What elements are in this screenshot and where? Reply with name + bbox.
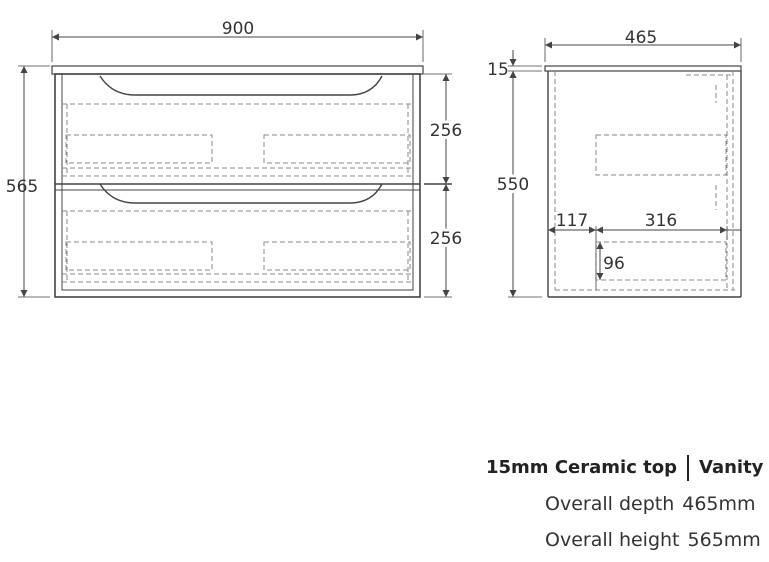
cabinet-outline bbox=[54, 73, 421, 298]
offset-label: 117 bbox=[556, 211, 588, 231]
upper-drawer-label: 256 bbox=[430, 121, 462, 141]
overall-depth-row: Overall depth 465mm bbox=[545, 493, 756, 515]
product-label: Vanity bbox=[699, 457, 764, 478]
spec-title: 15mm Ceramic top Vanity bbox=[486, 455, 763, 481]
overall-height-row: Overall height 565mm bbox=[545, 529, 761, 551]
overall-depth-label: Overall depth bbox=[545, 493, 675, 515]
overall-height-label: 565 bbox=[6, 177, 38, 197]
front-view bbox=[18, 30, 452, 298]
overall-depth-value: 465mm bbox=[682, 493, 756, 515]
lower-drawer-label: 256 bbox=[430, 229, 462, 249]
overall-height-label: Overall height bbox=[545, 529, 680, 551]
lower-handle-cutout bbox=[99, 183, 383, 204]
body-height-label: 550 bbox=[497, 175, 529, 195]
title-separator bbox=[687, 455, 689, 481]
width-label: 900 bbox=[222, 19, 254, 39]
top-material-label: 15mm Ceramic top bbox=[486, 457, 677, 478]
depth-label: 465 bbox=[625, 28, 657, 48]
top-thickness-label: 15 bbox=[487, 60, 509, 80]
ceramic-top bbox=[51, 65, 424, 75]
upper-handle-cutout bbox=[99, 75, 383, 96]
overall-height-value: 565mm bbox=[687, 529, 761, 551]
inner-height-label: 96 bbox=[603, 254, 625, 274]
side-ceramic-top bbox=[544, 65, 742, 72]
inner-width-label: 316 bbox=[645, 211, 677, 231]
side-view bbox=[508, 38, 742, 298]
cabinet-inner-outline bbox=[61, 73, 414, 291]
